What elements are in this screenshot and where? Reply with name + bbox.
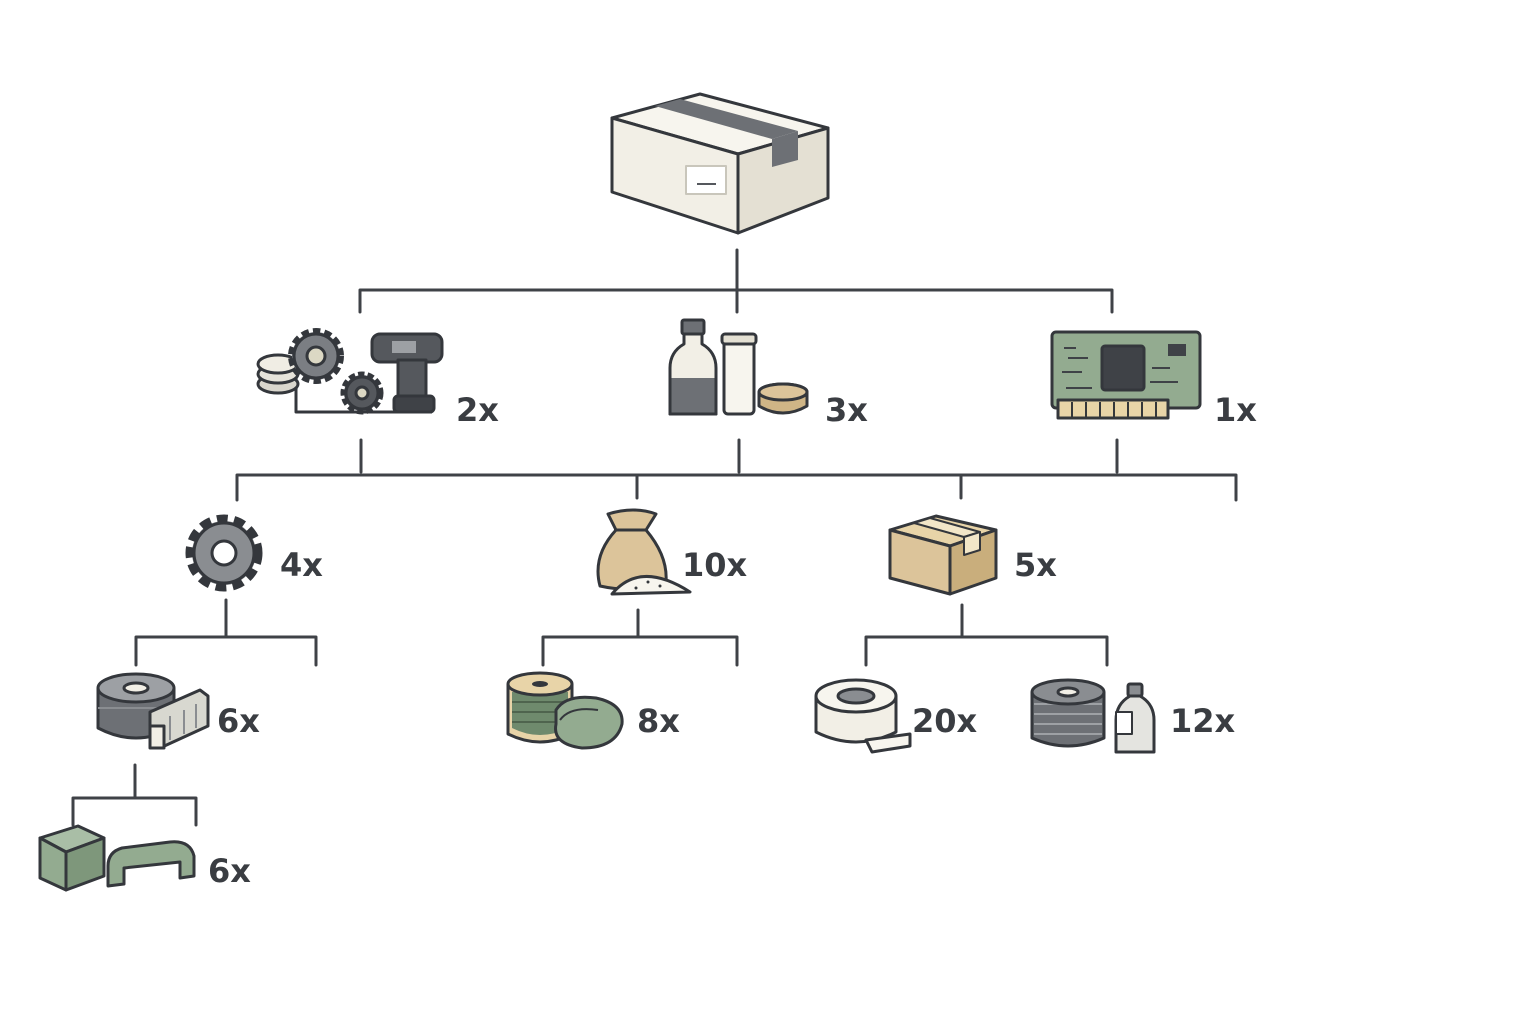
gear-icon [185, 514, 263, 592]
tape-roll-icon [814, 678, 912, 754]
connectors [71, 248, 1238, 827]
quantity-label: 5x [1014, 546, 1057, 584]
gears-drill-icon [256, 328, 444, 415]
quantity-label: 12x [1170, 702, 1236, 740]
quantity-label: 6x [217, 702, 260, 740]
wire-spool-bottle-icon [1030, 678, 1156, 754]
spool-tape-icon [96, 672, 210, 750]
green-spool-icon [506, 671, 624, 750]
quantity-label: 2x [456, 391, 499, 429]
quantity-label: 8x [637, 702, 680, 740]
shipping-box-icon [610, 92, 830, 235]
quantity-label: 20x [912, 702, 978, 740]
bottle-tube-icon [668, 318, 809, 416]
quantity-label: 4x [280, 546, 323, 584]
block-bracket-icon [38, 824, 196, 892]
quantity-label: 6x [208, 852, 251, 890]
sack-powder-icon [596, 508, 692, 596]
cardboard-box-icon [888, 514, 998, 596]
circuit-board-icon [1050, 330, 1202, 420]
quantity-label: 3x [825, 391, 868, 429]
quantity-label: 1x [1214, 391, 1257, 429]
quantity-label: 10x [682, 546, 748, 584]
